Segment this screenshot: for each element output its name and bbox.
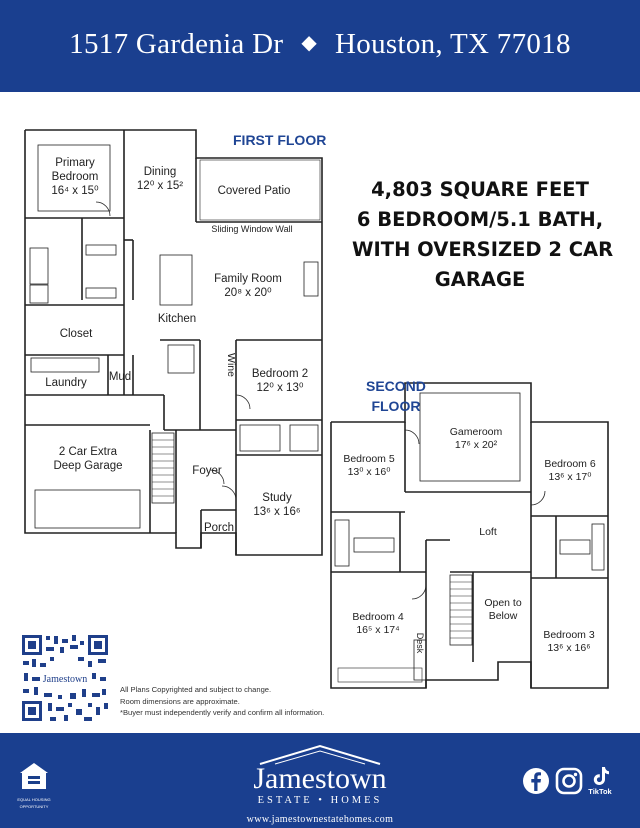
laundry-label: Laundry — [45, 377, 87, 389]
dining-size: 12⁰ x 15² — [137, 180, 183, 192]
city-state-zip: Houston, TX 77018 — [335, 28, 571, 60]
headline-line-2: 6 BEDROOM/5.1 BATH, — [356, 208, 604, 231]
equal-housing-icon — [20, 763, 48, 789]
header-band: 1517 Gardenia Dr ◆ Houston, TX 77018 — [0, 0, 640, 92]
bedroom6-label: Bedroom 6 — [544, 458, 596, 470]
roof-mark-icon — [259, 744, 381, 765]
bedroom3-size: 13⁶ x 16⁶ — [547, 642, 590, 654]
headline: 4,803 SQUARE FEET 6 BEDROOM/5.1 BATH, WI… — [352, 175, 614, 295]
porch-label: Porch — [204, 522, 234, 534]
bedroom2-label: Bedroom 2 — [252, 368, 308, 380]
garage-label: 2 Car Extra — [59, 446, 118, 458]
bedroom2-size: 12⁰ x 13⁰ — [257, 382, 304, 394]
desk-label: Desk — [415, 633, 425, 654]
note-line-3: *Buyer must independently verify and con… — [120, 708, 325, 717]
family-room-label: Family Room — [214, 273, 282, 285]
first-floor-label: FIRST FLOOR — [233, 132, 327, 148]
garage-label-2: Deep Garage — [53, 460, 122, 472]
second-floor-label-line1: SECOND — [366, 378, 426, 394]
tiktok-icon[interactable] — [590, 765, 612, 787]
bedroom4-size: 16⁵ x 17⁴ — [356, 624, 399, 636]
brand-subtitle: ESTATE • HOMES — [257, 795, 383, 806]
qr-logo-text: Jamestown — [43, 674, 87, 685]
eho-caption-1: EQUAL HOUSING — [17, 797, 51, 802]
qr-code-icon[interactable]: Jamestown — [20, 633, 110, 723]
primary-bedroom-size: 16⁴ x 15⁰ — [51, 185, 99, 197]
open-to-below-label-2: Below — [489, 610, 518, 622]
open-to-below-label: Open to — [484, 597, 522, 609]
closet-label: Closet — [60, 328, 93, 340]
wine-label: Wine — [225, 353, 237, 377]
website-link[interactable]: www.jamestownestatehomes.com — [246, 814, 394, 825]
footer-band: EQUAL HOUSING OPPORTUNITY Jamestown ESTA… — [0, 733, 640, 828]
sliding-window-wall-label: Sliding Window Wall — [211, 224, 292, 234]
gameroom-label: Gameroom — [450, 426, 503, 438]
tiktok-label: TikTok — [588, 787, 612, 796]
family-room-size: 20⁸ x 20⁰ — [224, 287, 272, 299]
headline-line-1: 4,803 SQUARE FEET — [371, 178, 589, 201]
foyer-label: Foyer — [192, 465, 222, 477]
headline-line-4: GARAGE — [434, 268, 526, 291]
bedroom6-size: 13⁶ x 17⁰ — [549, 471, 593, 483]
brand-name: Jamestown — [253, 762, 387, 795]
kitchen-label: Kitchen — [158, 313, 196, 325]
covered-patio-label: Covered Patio — [218, 185, 291, 197]
loft-label: Loft — [479, 526, 497, 538]
second-floor-label: SECOND FLOOR — [366, 376, 426, 416]
headline-line-3: WITH OVERSIZED 2 CAR — [352, 238, 614, 261]
facebook-icon[interactable] — [522, 767, 550, 795]
study-label: Study — [262, 492, 292, 504]
primary-bedroom-label-2: Bedroom — [52, 171, 99, 183]
note-line-1: All Plans Copyrighted and subject to cha… — [120, 685, 272, 694]
primary-bedroom-label: Primary — [55, 157, 95, 169]
second-floor-label-line2: FLOOR — [371, 398, 421, 414]
bedroom5-size: 13⁰ x 16⁰ — [348, 466, 392, 478]
street-address: 1517 Gardenia Dr — [69, 28, 284, 60]
mud-label: Mud — [109, 371, 131, 383]
bedroom3-label: Bedroom 3 — [543, 629, 595, 641]
study-size: 13⁶ x 16⁶ — [253, 506, 300, 518]
note-line-2: Room dimensions are approximate. — [120, 696, 240, 706]
disclaimer-notes: All Plans Copyrighted and subject to cha… — [120, 684, 324, 719]
gameroom-size: 17⁶ x 20² — [455, 439, 498, 451]
brand-logo[interactable]: Jamestown ESTATE • HOMES www.jamestownes… — [220, 733, 420, 825]
bedroom4-label: Bedroom 4 — [352, 611, 404, 623]
instagram-icon[interactable] — [555, 767, 583, 795]
eho-caption-2: OPPORTUNITY — [19, 804, 49, 809]
dining-label: Dining — [144, 166, 177, 178]
equal-housing-logo: EQUAL HOUSING OPPORTUNITY — [16, 762, 52, 809]
address-line: 1517 Gardenia Dr ◆ Houston, TX 77018 — [0, 28, 640, 61]
bedroom5-label: Bedroom 5 — [343, 453, 395, 465]
separator-diamond: ◆ — [301, 32, 318, 54]
